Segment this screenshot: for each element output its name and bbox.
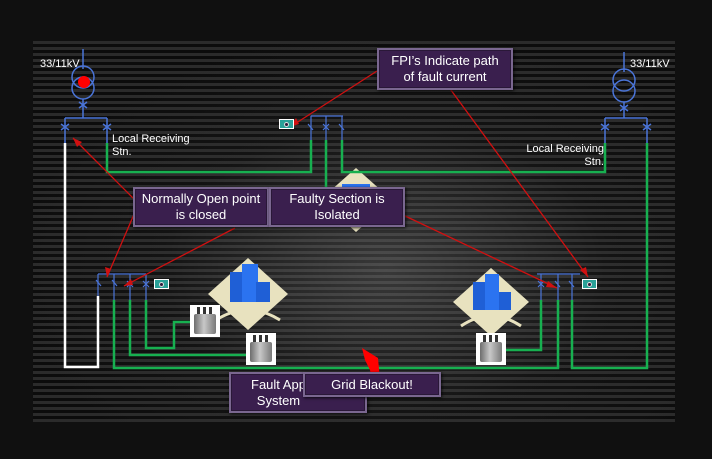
dead-feeder-line (63, 143, 100, 369)
right-source-transformer-icon (600, 52, 652, 143)
right-station-label: Local Receiving Stn. (526, 143, 604, 168)
normally-open-callout: Normally Open point is closed (133, 187, 269, 227)
left-station-label: Local Receiving Stn. (112, 133, 190, 158)
city-building-icon (453, 268, 529, 336)
right-voltage-label: 33/11kV (630, 58, 670, 70)
faulty-section-callout: Faulty Section is Isolated (269, 187, 405, 227)
live-feeder-lines (105, 140, 649, 370)
city-building-icon (208, 258, 288, 330)
distribution-transformer-icon (476, 333, 506, 365)
bottom-right-switchgear (537, 273, 580, 300)
distribution-transformer-icon (246, 333, 276, 365)
fault-passage-indicator-icon[interactable] (582, 279, 597, 289)
distribution-transformer-icon (190, 305, 220, 337)
fault-passage-indicator-icon[interactable] (154, 279, 169, 289)
middle-switchgear (307, 115, 345, 140)
grid-blackout-callout: Grid Blackout! (303, 372, 441, 397)
left-source-transformer-icon (60, 49, 112, 143)
fault-app-system-callout: Fault App System (229, 372, 367, 413)
diagram-canvas (33, 41, 675, 422)
fault-indicator-icon (78, 76, 90, 88)
fault-path-arrows (72, 70, 589, 289)
bottom-left-switchgear (95, 273, 150, 300)
fpi-callout: FPI’s Indicate path of fault current (377, 48, 513, 90)
left-voltage-label: 33/11kV (40, 58, 80, 70)
arrowheads (73, 118, 588, 288)
fault-passage-indicator-icon[interactable] (279, 119, 294, 129)
